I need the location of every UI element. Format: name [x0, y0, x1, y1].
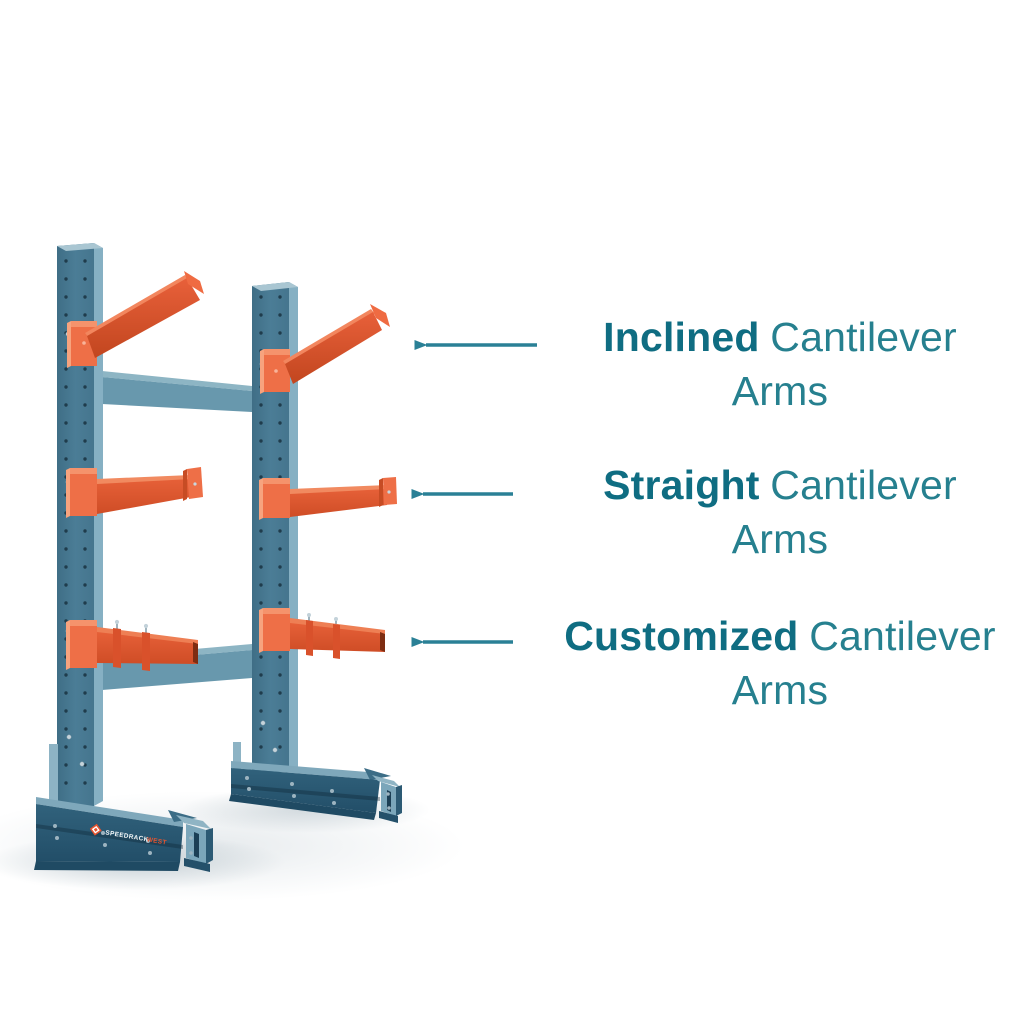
- speedrack-logo-mark: [89, 823, 102, 836]
- annotation-bold-word: Straight: [603, 462, 760, 508]
- annotation-line2: Arms: [731, 368, 829, 414]
- straight-arm-left: [66, 467, 203, 518]
- annotation-line2: Arms: [731, 667, 829, 713]
- inclined-arm-right: [260, 304, 390, 394]
- annotation-bold-word: Customized: [564, 613, 799, 659]
- logo-suffix-text: WEST: [146, 836, 167, 846]
- annotation-regular-word: Cantilever: [809, 613, 996, 659]
- base-left: SPEEDRACK WEST: [34, 797, 213, 872]
- customized-arm-right: [259, 608, 385, 659]
- inclined-arm-left: [67, 271, 204, 368]
- customized-arm-left: [66, 619, 198, 671]
- annotation-regular-word: Cantilever: [770, 462, 957, 508]
- base-right: [229, 761, 402, 823]
- straight-arm-right: [259, 477, 397, 520]
- right-base-stub: [233, 742, 241, 770]
- crossbar-upper: [102, 371, 252, 412]
- annotation-line2: Arms: [731, 516, 829, 562]
- annotation-regular-word: Cantilever: [770, 314, 957, 360]
- left-base-stub: [49, 744, 58, 802]
- annotation-bold-word: Inclined: [603, 314, 760, 360]
